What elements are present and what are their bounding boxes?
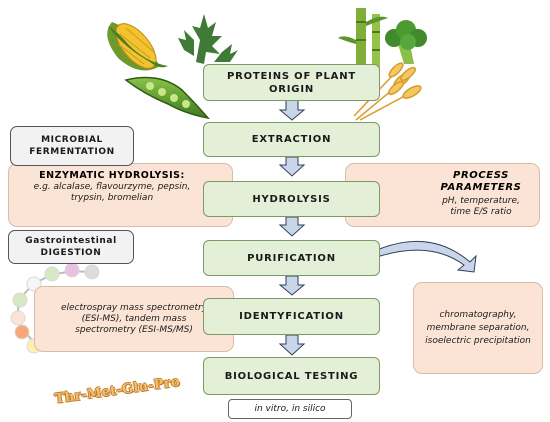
- step-extraction: EXTRACTION: [203, 122, 380, 157]
- step-proteins-label: PROTEINS OF PLANT ORIGIN: [226, 70, 356, 95]
- enzymatic-title: ENZYMATIC HYDROLYSIS:: [39, 170, 185, 181]
- pea-pod-icon: [124, 76, 210, 120]
- step-identyfication: IDENTYFICATION: [203, 298, 380, 335]
- step-extraction-label: EXTRACTION: [251, 134, 332, 145]
- step-testing-label: BIOLOGICAL TESTING: [224, 370, 359, 382]
- step-purification: PURIFICATION: [203, 240, 380, 276]
- corn-icon: [107, 22, 168, 71]
- ms-note: electrospray mass spectrometry (ESI-MS),…: [34, 286, 234, 352]
- curved-arrow: [376, 240, 477, 273]
- process-title: PROCESS PARAMETERS: [440, 170, 522, 193]
- step-purification-label: PURIFICATION: [247, 252, 336, 264]
- step-identyfication-label: IDENTYFICATION: [239, 311, 344, 322]
- down-arrow-2: [278, 156, 306, 177]
- step-hydrolysis: HYDROLYSIS: [203, 181, 380, 217]
- microbial-label: MICROBIAL FERMENTATION: [29, 135, 115, 157]
- down-arrow-1: [278, 99, 306, 121]
- down-arrow-5: [278, 334, 306, 356]
- peptide-bead-chain: [10, 262, 100, 354]
- purification-methods-text: chromatography, membrane separation, iso…: [425, 309, 531, 346]
- testing-methods-text: in vitro, in silico: [254, 403, 326, 414]
- step-hydrolysis-label: HYDROLYSIS: [252, 193, 331, 205]
- bamboo-icon: [338, 8, 388, 68]
- testing-methods: in vitro, in silico: [228, 399, 352, 419]
- gastro-note: Gastrointestinal DIGESTION: [8, 230, 134, 264]
- down-arrow-4: [278, 275, 306, 296]
- process-text: pH, temperature, time E/S ratio: [442, 196, 520, 217]
- step-proteins: PROTEINS OF PLANT ORIGIN: [203, 64, 380, 101]
- broccoli-icon: [385, 20, 427, 64]
- enzymatic-text: e.g. alcalase, flavourzyme, pepsin, tryp…: [33, 182, 191, 203]
- step-testing: BIOLOGICAL TESTING: [203, 357, 380, 395]
- down-arrow-3: [278, 216, 306, 237]
- enzymatic-note: ENZYMATIC HYDROLYSIS: e.g. alcalase, fla…: [8, 163, 233, 227]
- microbial-note: MICROBIAL FERMENTATION: [10, 126, 134, 166]
- seaweed-icon: [178, 14, 238, 64]
- purification-methods-note: chromatography, membrane separation, iso…: [413, 282, 543, 374]
- ms-text: electrospray mass spectrometry (ESI-MS),…: [60, 302, 208, 335]
- gastro-label: Gastrointestinal DIGESTION: [25, 236, 117, 258]
